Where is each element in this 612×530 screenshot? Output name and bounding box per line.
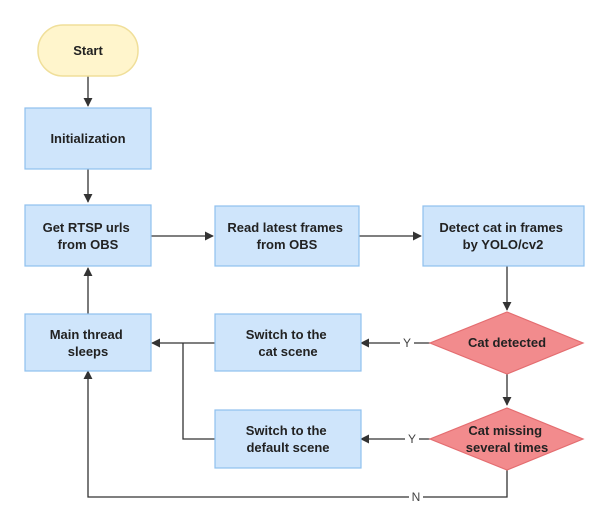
edge-label-yes-missing: Y: [408, 432, 416, 446]
edge-label-yes-detected: Y: [403, 336, 411, 350]
node-get-rtsp-line2: from OBS: [58, 237, 119, 252]
node-start: Start: [37, 24, 139, 77]
node-switch-cat-scene: Switch to the cat scene: [214, 313, 362, 372]
node-read-latest-frames: Read latest frames from OBS: [214, 205, 360, 267]
svg-text:Detect cat in frames by: Detect cat in frames by YOLO/cv2: [439, 220, 566, 252]
node-read-frames-line2: from OBS: [257, 237, 318, 252]
node-detect-cat: Detect cat in frames by YOLO/cv2: [422, 205, 585, 267]
edge-labels: Y Y N: [400, 336, 423, 504]
decision-cat-missing-line1: Cat missing: [468, 423, 542, 438]
node-switch-cat-line1: Switch to the: [246, 327, 327, 342]
svg-text:Cat missing several time: Cat missing several times: [466, 423, 548, 455]
edge-cat-missing-no-to-sleep: [83, 370, 508, 498]
svg-text:Switch to the default sc: Switch to the default scene: [246, 423, 331, 455]
node-switch-cat-line2: cat scene: [258, 344, 317, 359]
edge-switch-default-to-sleep: [182, 343, 215, 440]
node-read-frames-line1: Read latest frames: [227, 220, 343, 235]
node-switch-default-line2: default scene: [246, 440, 329, 455]
node-get-rtsp-urls: Get RTSP urls from OBS: [24, 204, 152, 267]
svg-text:Main thread sleeps: Main thread sleeps: [50, 327, 127, 359]
node-sleep-line2: sleeps: [68, 344, 108, 359]
decision-cat-missing: Cat missing several times: [428, 407, 585, 471]
svg-text:Read latest frames from: Read latest frames from OBS: [227, 220, 346, 252]
node-get-rtsp-line1: Get RTSP urls: [43, 220, 130, 235]
node-sleep-line1: Main thread: [50, 327, 123, 342]
node-start-label: Start: [73, 43, 103, 58]
node-initialization: Initialization: [24, 107, 152, 170]
decision-cat-detected: Cat detected: [428, 311, 585, 375]
svg-text:Switch to the cat scene: Switch to the cat scene: [246, 327, 331, 359]
node-detect-line2: by YOLO/cv2: [463, 237, 544, 252]
node-detect-line1: Detect cat in frames: [439, 220, 563, 235]
connectors: [83, 76, 512, 498]
svg-text:Get RTSP urls from OBS: Get RTSP urls from OBS: [43, 220, 134, 252]
decision-cat-missing-line2: several times: [466, 440, 548, 455]
node-initialization-label: Initialization: [50, 131, 125, 146]
node-main-thread-sleeps: Main thread sleeps: [24, 313, 152, 372]
edge-label-no-missing: N: [412, 490, 421, 504]
node-switch-default-scene: Switch to the default scene: [214, 409, 362, 469]
node-switch-default-line1: Switch to the: [246, 423, 327, 438]
decision-cat-detected-label: Cat detected: [468, 335, 546, 350]
